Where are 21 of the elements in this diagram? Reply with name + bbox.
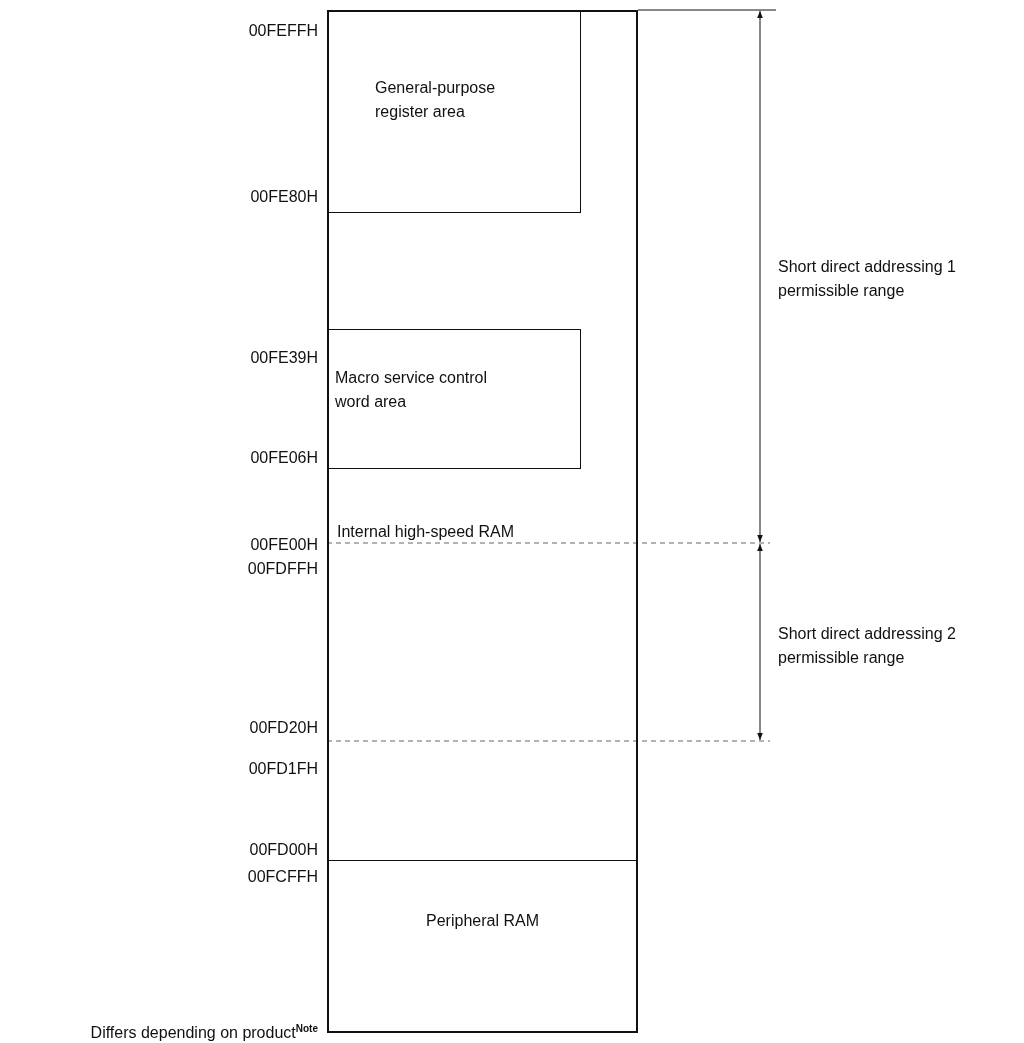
address-label: 00FE00H <box>250 535 318 555</box>
address-label: 00FCFFH <box>247 867 318 887</box>
note-text: Differs depending on product$^{Note}$ <box>90 1021 318 1043</box>
address-label: 00FDFFH <box>247 559 318 579</box>
area-label: Internal high-speed RAM <box>337 522 514 542</box>
address-label: 00FD20H <box>249 718 318 738</box>
address-label: 00FE06H <box>250 448 318 468</box>
area-label: Peripheral RAM <box>425 911 540 931</box>
memory-area <box>327 860 638 1033</box>
range-label: Short direct addressing 1 permissible range <box>778 257 957 301</box>
address-label: 00FD1FH <box>248 759 318 779</box>
address-label: 00FD00H <box>249 840 318 860</box>
memory-area <box>327 10 581 213</box>
address-label: 00FE39H <box>250 348 318 368</box>
memory-area <box>327 10 638 860</box>
area-label: General-purpose register area <box>375 78 497 122</box>
range-label: Short direct addressing 2 permissible range <box>778 624 957 668</box>
address-label: 00FE80H <box>250 187 318 207</box>
address-label: 00FEFFH <box>248 21 318 41</box>
area-label: Macro service control word area <box>335 368 489 412</box>
memory-area <box>327 329 581 469</box>
